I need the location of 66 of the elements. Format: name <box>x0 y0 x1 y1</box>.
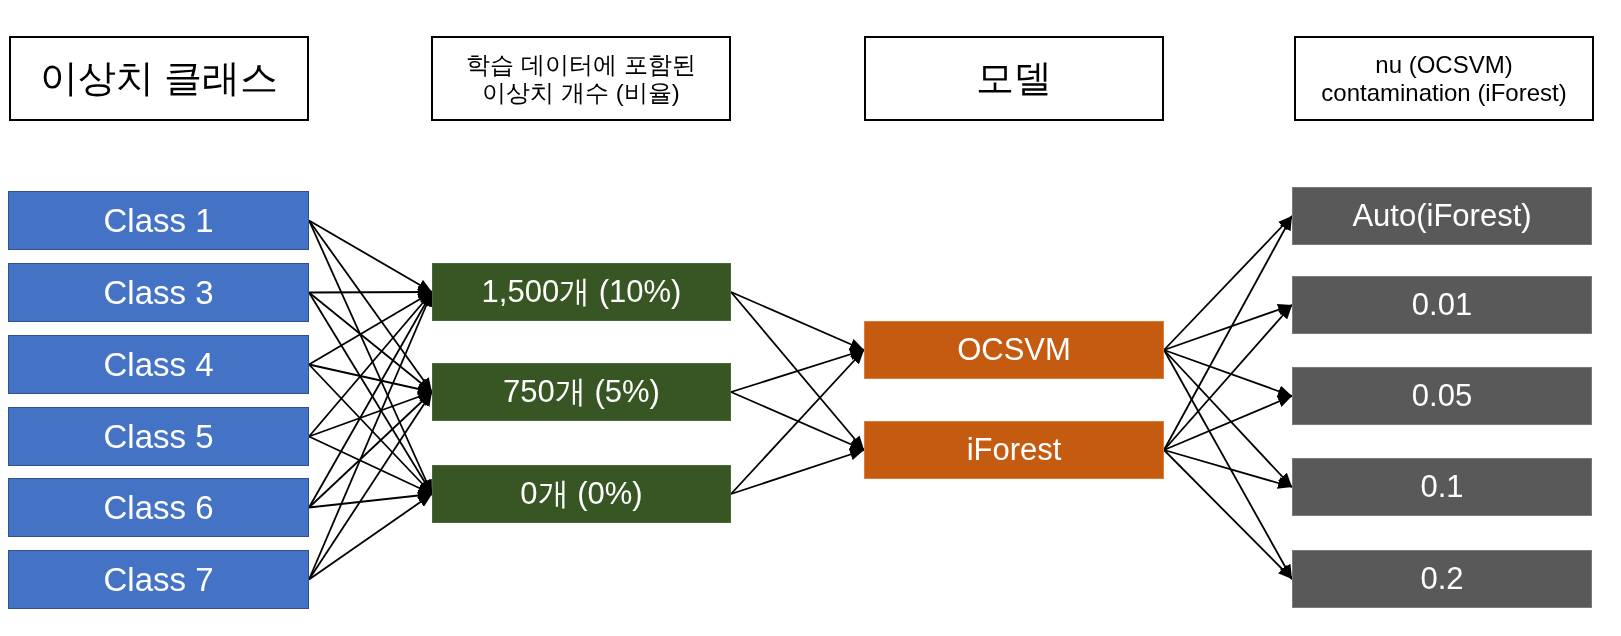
arrow <box>1163 304 1293 351</box>
arrow <box>1163 215 1293 451</box>
class-box <box>8 407 309 466</box>
class-label: Class 5 <box>103 417 214 456</box>
header-label: 이상치 클래스 <box>39 56 279 101</box>
class-box <box>8 550 309 609</box>
arrow <box>1163 449 1293 580</box>
parameter-box <box>1292 187 1592 245</box>
header-box <box>864 36 1164 121</box>
class-box <box>8 263 309 322</box>
parameter-label: Auto(iForest) <box>1352 198 1532 234</box>
arrow <box>1163 449 1293 489</box>
count-box <box>432 363 731 421</box>
class-label: Class 6 <box>103 488 214 527</box>
arrow <box>308 363 433 395</box>
count-box <box>432 263 731 321</box>
class-label: Class 7 <box>103 560 214 599</box>
class-box <box>8 335 309 394</box>
arrow <box>308 291 433 393</box>
class-label: Class 3 <box>103 273 214 312</box>
arrow <box>308 219 433 293</box>
header-box <box>1294 36 1594 121</box>
header-label: nu (OCSVM) contamination (iForest) <box>1320 50 1568 107</box>
header-label: 학습 데이터에 포함된 이상치 개수 (비율) <box>465 50 697 107</box>
arrow <box>308 391 433 581</box>
arrow <box>1163 349 1293 580</box>
parameter-box <box>1292 276 1592 334</box>
arrow <box>1163 215 1293 351</box>
model-box <box>864 421 1164 479</box>
arrow <box>308 391 433 438</box>
parameter-box <box>1292 367 1592 425</box>
arrow <box>730 348 865 393</box>
arrow <box>730 448 865 495</box>
arrow <box>730 291 865 451</box>
model-label: iForest <box>966 432 1062 468</box>
class-box <box>8 191 309 250</box>
arrow <box>308 489 433 509</box>
header-box <box>9 36 309 121</box>
parameter-label: 0.1 <box>1420 469 1464 505</box>
count-label: 0개 (0%) <box>520 476 643 512</box>
arrow <box>1163 349 1293 397</box>
count-label: 1,500개 (10%) <box>481 274 682 310</box>
arrow <box>1163 304 1293 451</box>
arrow <box>308 435 433 495</box>
arrow <box>1163 395 1293 451</box>
arrow <box>730 391 865 451</box>
parameter-label: 0.2 <box>1420 561 1464 597</box>
class-label: Class 4 <box>103 345 214 384</box>
arrow <box>730 291 865 351</box>
count-label: 750개 (5%) <box>503 374 660 410</box>
header-label: 모델 <box>976 56 1052 101</box>
parameter-box <box>1292 458 1592 516</box>
model-box <box>864 321 1164 379</box>
model-label: OCSVM <box>957 332 1071 368</box>
arrow <box>730 349 865 495</box>
header-box <box>431 36 731 121</box>
arrow <box>1163 349 1293 488</box>
parameter-label: 0.01 <box>1411 287 1473 323</box>
parameter-label: 0.05 <box>1411 378 1473 414</box>
arrow <box>308 493 433 581</box>
class-label: Class 1 <box>103 201 214 240</box>
arrow <box>308 291 433 366</box>
count-box <box>432 465 731 523</box>
arrow <box>308 286 433 299</box>
parameter-box <box>1292 550 1592 608</box>
class-box <box>8 478 309 537</box>
